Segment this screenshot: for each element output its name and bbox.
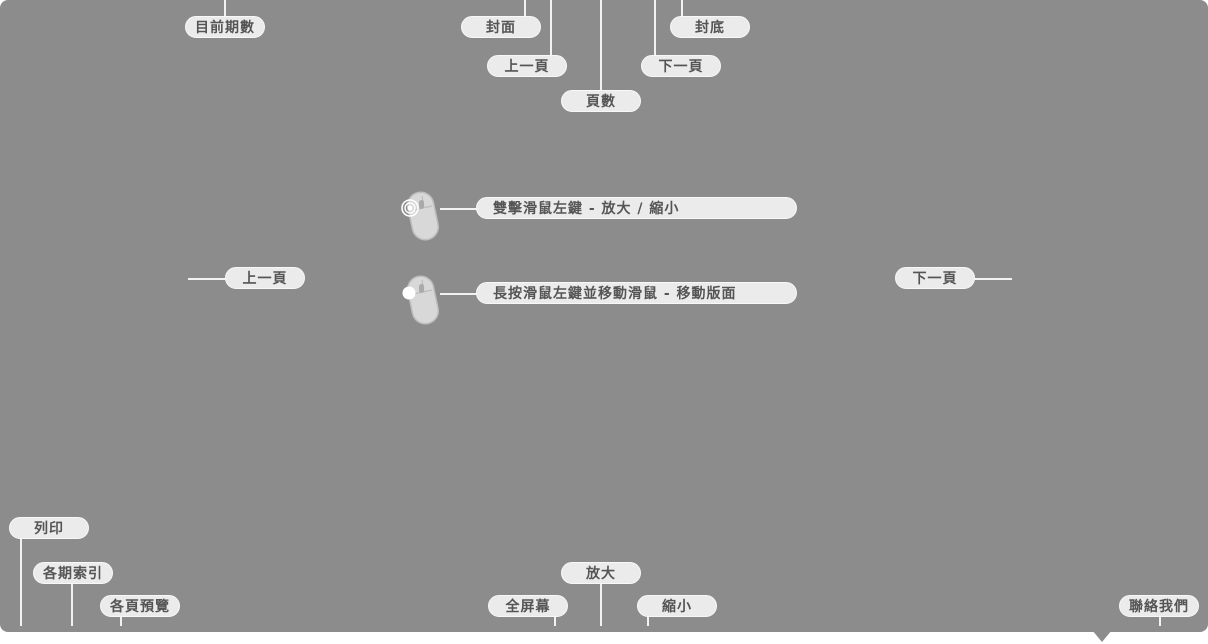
mouse-double-click-icon	[401, 191, 440, 241]
connector-next-page-top	[654, 0, 656, 55]
tooltip-pointer	[1092, 630, 1112, 642]
label-back-cover: 封底	[670, 16, 750, 38]
connector-zoom-out	[647, 616, 649, 626]
connector-hold-drag	[440, 293, 480, 295]
label-contact-us: 聯絡我們	[1119, 595, 1199, 617]
connector-page-number	[600, 0, 602, 90]
connector-current-issue	[224, 0, 226, 16]
connector-next-page-side	[974, 278, 1012, 280]
connector-page-preview	[120, 616, 122, 626]
connector-fullscreen	[554, 616, 556, 626]
label-prev-page-top: 上一頁	[487, 55, 567, 77]
hint-double-click-zoom: 雙擊滑鼠左鍵 - 放大 / 縮小	[476, 197, 797, 219]
hint-hold-drag-pan: 長按滑鼠左鍵並移動滑鼠 - 移動版面	[476, 282, 797, 304]
label-page-preview: 各頁預覽	[100, 595, 180, 617]
label-prev-page-side: 上一頁	[225, 267, 305, 289]
label-zoom-in: 放大	[561, 562, 641, 584]
label-issue-index: 各期索引	[33, 562, 113, 584]
label-fullscreen: 全屏幕	[488, 595, 568, 617]
label-print: 列印	[9, 517, 89, 539]
connector-prev-page-side	[188, 278, 228, 280]
label-next-page-side: 下一頁	[895, 267, 975, 289]
label-page-number: 頁數	[561, 90, 641, 112]
label-cover: 封面	[461, 16, 541, 38]
label-zoom-out: 縮小	[637, 595, 717, 617]
label-current-issue: 目前期數	[185, 16, 265, 38]
connector-back-cover	[681, 0, 683, 16]
connector-prev-page-top	[550, 0, 552, 55]
connector-issue-index	[71, 583, 73, 626]
mouse-press-drag-icon	[402, 275, 440, 325]
connector-double-click	[440, 208, 480, 210]
label-next-page-top: 下一頁	[641, 55, 721, 77]
connector-zoom-in	[600, 584, 602, 626]
connector-contact-us	[1159, 616, 1161, 626]
connector-print	[20, 538, 22, 626]
connector-cover	[524, 0, 526, 16]
